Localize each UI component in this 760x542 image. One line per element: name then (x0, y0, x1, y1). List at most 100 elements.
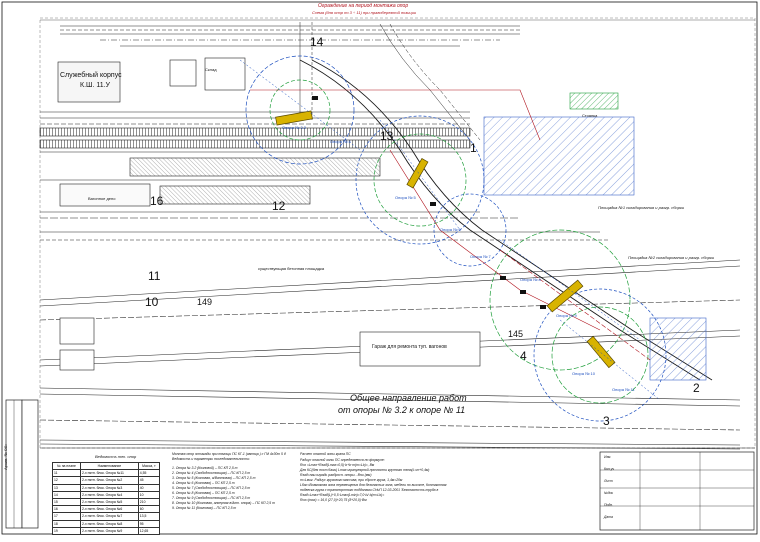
track-number: 10 (145, 295, 159, 309)
table-cell: 19 (52, 526, 81, 535)
table-cell: 40 (137, 483, 161, 492)
table-cell: 2-х пятн. блок. Опора №7 (79, 512, 139, 521)
table-cell: 45 (137, 476, 161, 485)
table-cell: 14 (52, 490, 81, 499)
garage-building (59, 317, 481, 371)
vagon-depot-label: Вагонное депо (88, 196, 116, 201)
table-cell: 4,55 (137, 469, 161, 478)
track-number: 145 (508, 329, 524, 339)
green-zone (569, 92, 619, 110)
track-number: 14 (310, 35, 324, 49)
table-cell: 210 (137, 497, 161, 507)
direction-line-1: Общее направление работ (350, 393, 467, 403)
titleblock-row: Изм. (604, 455, 612, 459)
note-line: 7. Опора № 9 (Свободностоящая) – ПС КП 2… (172, 496, 251, 500)
track-number: 13 (380, 129, 394, 143)
header-line-2: Схема (для опор по 3 ÷ 11) при правобере… (312, 10, 417, 15)
track-number: 2 (693, 381, 700, 395)
legend-header: № на плане (52, 461, 81, 471)
direction-line-2: от опоры № 3.2 к опоре № 11 (338, 405, 466, 415)
track-number: 149 (197, 297, 213, 307)
table-cell: 95 (137, 519, 161, 528)
table-cell: 60 (137, 505, 161, 514)
legend-table-title: Ведомость тех. опор (95, 454, 137, 459)
note-line: 5. Опора № 7 (Свободностоящая) – ПС КП 2… (172, 486, 251, 490)
note-line: 3. Опора № 5 (Козловая, а/Вантовая) – ПС… (172, 476, 256, 480)
table-cell: 18 (52, 519, 81, 528)
table-cell: 16 (52, 505, 81, 514)
legend-header: Масса, т (137, 461, 161, 471)
note-line: 8. Опора № 10 (Козловая, анкерная в/Ант.… (172, 501, 275, 505)
note-line: Rоз =Lmax+Rзад(Lmax=0,5)·b+b·m(m=Lb)=, В… (300, 463, 375, 467)
note-line: m=Lмиг. Радиус грузового массива, при сб… (300, 478, 403, 482)
table-cell: 12 (52, 476, 81, 485)
support-label: Опора № 6 (440, 227, 461, 232)
note-line: Rзад=наи.оградь разбросн. опоры - Вни (м… (300, 473, 372, 477)
table-cell: 17 (52, 512, 81, 521)
support-label: Опора № 10 (572, 371, 595, 376)
garage-label: Гараж для ремонта туп. вагонов (372, 344, 447, 350)
table-cell: 2-х пятн. блок. Опора №8 (79, 519, 139, 528)
note-line: Rоз=(max) = 16,0 (27,0)+20,75 (8+20,0)·В… (300, 498, 367, 502)
table-cell: 2-х пятн. блок. Опора №5 (79, 497, 139, 507)
track-number: 1 (470, 141, 477, 155)
titleblock-row: №док (604, 491, 614, 495)
concrete-pad-label: существующая бетонная площадка (258, 266, 325, 271)
support-label: Опора № 4 (330, 139, 351, 144)
track-number: 16 (150, 194, 164, 208)
notes-left-subtitle: Ведомость и параметры последовательности… (172, 457, 250, 461)
service-building-sub: К.Ш. 11.У (80, 82, 110, 89)
titleblock-row: Лист (604, 479, 613, 483)
titleblock-row: Дата (604, 515, 613, 519)
platform-2-label: Площадка №2 складирования и разгр. сборк… (628, 255, 715, 260)
note-line: 6. Опора № 8 (Козловая) – ПС КП 2,5 т (172, 491, 235, 495)
table-cell: 2-х пятн. блок. Опора №6 (79, 505, 139, 514)
track-number: 3 (603, 414, 610, 428)
table-cell: 2-х пятн. блок. Опора №9 (79, 526, 139, 535)
titleblock-row: Кол.уч (604, 467, 615, 471)
notes-right-list: Радиус опасной зоны ПС определяется по ф… (300, 458, 447, 503)
support-label: Опора № 9 (556, 313, 577, 318)
car-park-label: Стоянка (582, 113, 598, 118)
table-cell: 2-х пятн. блок. Опора №11 (79, 469, 139, 478)
note-line: Lбас=Возможная зона перемещения для безо… (300, 483, 447, 487)
note-line: 4. Опора № 6 (Козловая) – ПС КП 2,5 т (172, 481, 235, 485)
support-label: Опора № 3.2 (282, 125, 307, 130)
table-cell: 13 (52, 483, 81, 492)
service-building (57, 57, 246, 103)
note-line: Rзад=Lmax+Rзад(L)+0,5·Lmax(Lmin)=7,0·Ы·b… (300, 493, 385, 497)
archive-label: Архив. № ОВ: (3, 444, 8, 470)
header-line-1: Ограждение на период монтажа опор (318, 3, 409, 9)
support-label: Опора № 11 (612, 387, 635, 392)
table-cell: 2-х пятн. блок. Опора №3 (79, 483, 139, 492)
notes-left-title: Монтаж опор эстакады при помощи ПС КГ-1 … (172, 452, 286, 456)
hatched-zone-2 (649, 317, 707, 381)
hatched-zone-1 (483, 116, 635, 196)
table-cell: 15 (52, 497, 81, 507)
table-cell: 2-х пятн. блок. Опора №4 (79, 490, 139, 499)
service-building-label: Служебный корпус (60, 72, 122, 79)
table-cell: 2-х пятн. блок. Опора №2 (79, 476, 139, 485)
track-number: 4 (520, 349, 527, 363)
track-number: 11 (148, 269, 161, 283)
table-cell: 12,65 (137, 526, 161, 535)
note-line: Для КС(для пост.базы) Lmax=гранулярной п… (300, 468, 430, 472)
support-label: Опора № 5 (395, 195, 416, 200)
table-cell: 11 (52, 469, 81, 478)
note-line: подвеска груза с транспортного поддонами… (300, 488, 439, 492)
legend-header: Наименование (79, 461, 139, 471)
